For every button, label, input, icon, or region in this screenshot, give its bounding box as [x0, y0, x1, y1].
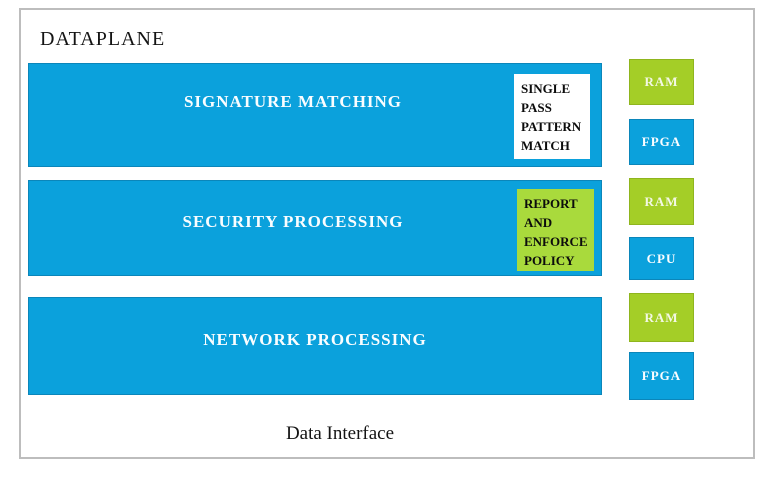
- hw-ram-1: RAM: [629, 59, 694, 105]
- hw-cpu: CPU: [629, 237, 694, 280]
- tag-line: AND: [524, 215, 553, 230]
- tag-line: REPORT: [524, 196, 578, 211]
- layer-label: SECURITY PROCESSING: [182, 212, 404, 231]
- layer-label: SIGNATURE MATCHING: [183, 92, 403, 111]
- layer-label: NETWORK PROCESSING: [203, 330, 427, 349]
- tag-line: MATCH: [521, 138, 570, 153]
- hw-fpga-1: FPGA: [629, 119, 694, 165]
- hw-ram-2: RAM: [629, 178, 694, 225]
- hw-fpga-2: FPGA: [629, 352, 694, 400]
- report-and-enforce-policy-tag: REPORT AND ENFORCE POLICY: [517, 189, 594, 271]
- tag-line: SINGLE: [521, 81, 571, 96]
- dataplane-title: DATAPLANE: [40, 28, 166, 50]
- tag-line: PATTERN: [521, 119, 582, 134]
- tag-line: PASS: [521, 100, 552, 115]
- tag-line: POLICY: [524, 253, 575, 268]
- tag-line: ENFORCE: [524, 234, 588, 249]
- single-pass-pattern-match-tag: SINGLE PASS PATTERN MATCH: [514, 74, 590, 159]
- data-interface-label: Data Interface: [285, 423, 395, 444]
- hw-ram-3: RAM: [629, 293, 694, 342]
- layer-signature-matching: SIGNATURE MATCHING SINGLE PASS PATTERN M…: [28, 63, 602, 167]
- layer-security-processing: SECURITY PROCESSING REPORT AND ENFORCE P…: [28, 180, 602, 276]
- layer-network-processing: NETWORK PROCESSING: [28, 297, 602, 395]
